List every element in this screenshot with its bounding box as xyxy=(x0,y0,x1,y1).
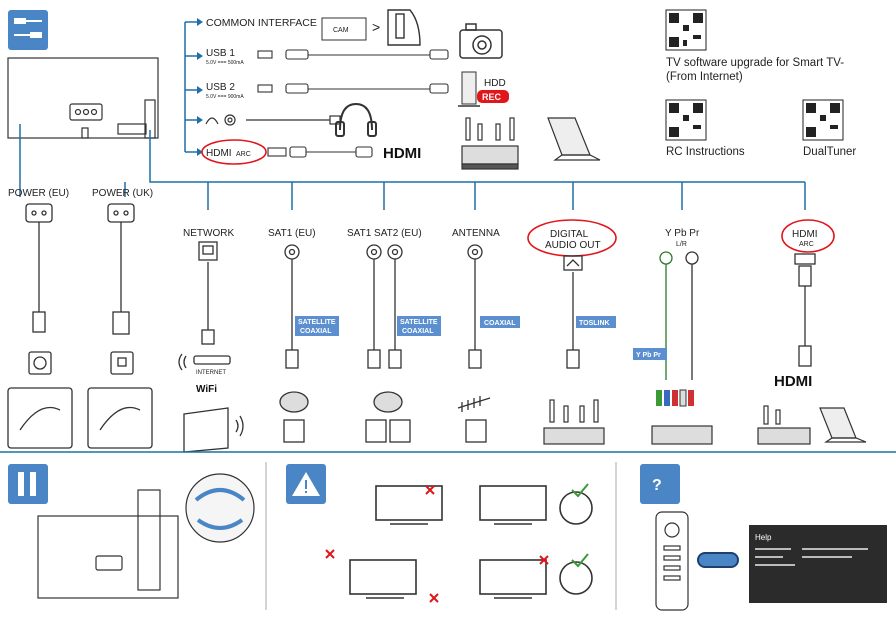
coaxial-tag-2: COAXIAL xyxy=(402,328,434,335)
hdmi-arc-main-label: HDMI xyxy=(206,148,232,159)
software-caption-line1: TV software upgrade for Smart TV- xyxy=(666,57,844,69)
usb1-cable xyxy=(257,49,449,60)
annotation-circle-hdmi-top xyxy=(201,139,267,165)
cable-clip-icon xyxy=(8,464,48,504)
warning-icon xyxy=(286,464,326,504)
satellite-coaxial-tag-2 xyxy=(397,316,441,336)
toslink-tag: TOSLINK xyxy=(579,320,610,327)
router-icon xyxy=(178,353,231,371)
headphones-icon xyxy=(335,102,377,137)
ypbpr-tag-bg xyxy=(633,348,667,360)
software-caption-line2: (From Internet) xyxy=(666,71,743,83)
tv-back-cable-management xyxy=(37,473,255,599)
satellite-tag-1: SATELLITE xyxy=(298,319,336,326)
cam-label: CAM xyxy=(333,27,349,34)
usb1-spec: 5.0V === 500mA xyxy=(206,60,244,66)
ypbpr-cables xyxy=(659,251,699,380)
sat1-label: SAT1 (EU) xyxy=(268,228,316,239)
antenna-cable xyxy=(467,244,483,369)
wall-socket-uk-icon xyxy=(87,387,153,449)
satellite-dish-icon-1 xyxy=(279,391,309,443)
laptop-icon-top xyxy=(547,117,601,161)
help-icon: ? xyxy=(640,464,680,504)
chevron-right-icon: > xyxy=(372,19,380,35)
card-slot-icon xyxy=(387,9,421,46)
svg-text:?: ? xyxy=(652,477,662,494)
usb2-label: USB 2 xyxy=(206,82,235,93)
internet-label: INTERNET xyxy=(196,370,226,376)
hdmi-arc-bottom-main: HDMI xyxy=(792,229,818,240)
satellite-tag-2: SATELLITE xyxy=(400,319,438,326)
common-interface-label: COMMON INTERFACE xyxy=(206,17,317,29)
coaxial-tag-3-bg xyxy=(480,316,520,328)
power-uk-cable xyxy=(107,203,135,375)
power-uk-label: POWER (UK) xyxy=(92,188,153,199)
connection-arrows xyxy=(197,18,203,156)
antenna-icon xyxy=(457,396,491,443)
rc-caption: RC Instructions xyxy=(666,146,745,158)
wifi-label: WiFi xyxy=(196,384,217,395)
camera-icon xyxy=(459,23,503,59)
hdmi-cable-bottom xyxy=(794,253,816,367)
home-theater-icon-top xyxy=(461,117,519,170)
toslink-tag-bg xyxy=(576,316,616,328)
wall-socket-eu-icon xyxy=(7,387,73,449)
ypbpr-label: Y Pb Pr xyxy=(665,228,700,239)
hdd-label: HDD xyxy=(484,78,506,89)
coaxial-tag-1: COAXIAL xyxy=(300,328,332,335)
set-top-box-icon xyxy=(651,425,713,445)
rca-plugs xyxy=(656,389,694,407)
cam-card xyxy=(321,17,367,41)
digital-audio-label-line1: DIGITAL xyxy=(550,229,589,240)
toslink-cable xyxy=(563,255,583,369)
tv-back-outline xyxy=(7,57,159,139)
hdmi-logo-bottom: HDMI xyxy=(774,373,812,390)
power-eu-cable xyxy=(25,203,53,375)
satellite-dish-icon-2 xyxy=(365,391,411,443)
lr-label: L/R xyxy=(676,241,687,248)
hdmi-logo-top: HDMI xyxy=(383,145,421,162)
cables-icon xyxy=(8,10,48,50)
hdmi-cable-top xyxy=(267,146,373,158)
usb2-cable xyxy=(257,83,449,94)
qr-code-software xyxy=(665,9,707,51)
rec-badge xyxy=(477,90,509,103)
network-label: NETWORK xyxy=(183,228,234,239)
coaxial-tag-3: COAXIAL xyxy=(484,320,516,327)
antenna-label: ANTENNA xyxy=(452,228,500,239)
connection-lines xyxy=(19,21,806,210)
usb1-label: USB 1 xyxy=(206,48,235,59)
tv-wifi-icon xyxy=(183,407,244,453)
help-title: Help xyxy=(755,533,772,542)
dualtuner-caption: DualTuner xyxy=(803,146,856,158)
digital-audio-label-line2: AUDIO OUT xyxy=(545,240,601,251)
cross-marks xyxy=(325,485,549,603)
sat1-sat2-label: SAT1 SAT2 (EU) xyxy=(347,228,422,239)
ypbpr-tag: Y Pb Pr xyxy=(636,352,661,359)
hdmi-arc-sub-label: ARC xyxy=(236,151,251,158)
help-screen-lines xyxy=(755,548,868,566)
remote-control-icon xyxy=(655,511,689,611)
av-receiver-laptop-icon xyxy=(757,405,867,445)
sat1-sat2-cables xyxy=(366,244,403,369)
usb2-spec: 5.0V === 900mA xyxy=(206,94,244,100)
sat1-cable xyxy=(284,244,300,369)
rec-label: REC xyxy=(482,92,502,102)
check-marks xyxy=(571,483,589,568)
power-eu-label: POWER (EU) xyxy=(8,188,69,199)
annotation-circle-hdmi-bottom xyxy=(781,219,835,253)
hdmi-arc-bottom-sub: ARC xyxy=(799,241,814,248)
help-button xyxy=(697,552,739,568)
hdd-icon xyxy=(458,71,480,107)
cleaning-instructions xyxy=(349,485,593,599)
headphone-port xyxy=(205,114,341,126)
satellite-coaxial-tag-1 xyxy=(295,316,339,336)
network-cable xyxy=(198,241,218,345)
home-theater-icon-bottom xyxy=(543,399,605,445)
qr-code-rc xyxy=(665,99,707,141)
qr-code-dualtuner xyxy=(802,99,844,141)
